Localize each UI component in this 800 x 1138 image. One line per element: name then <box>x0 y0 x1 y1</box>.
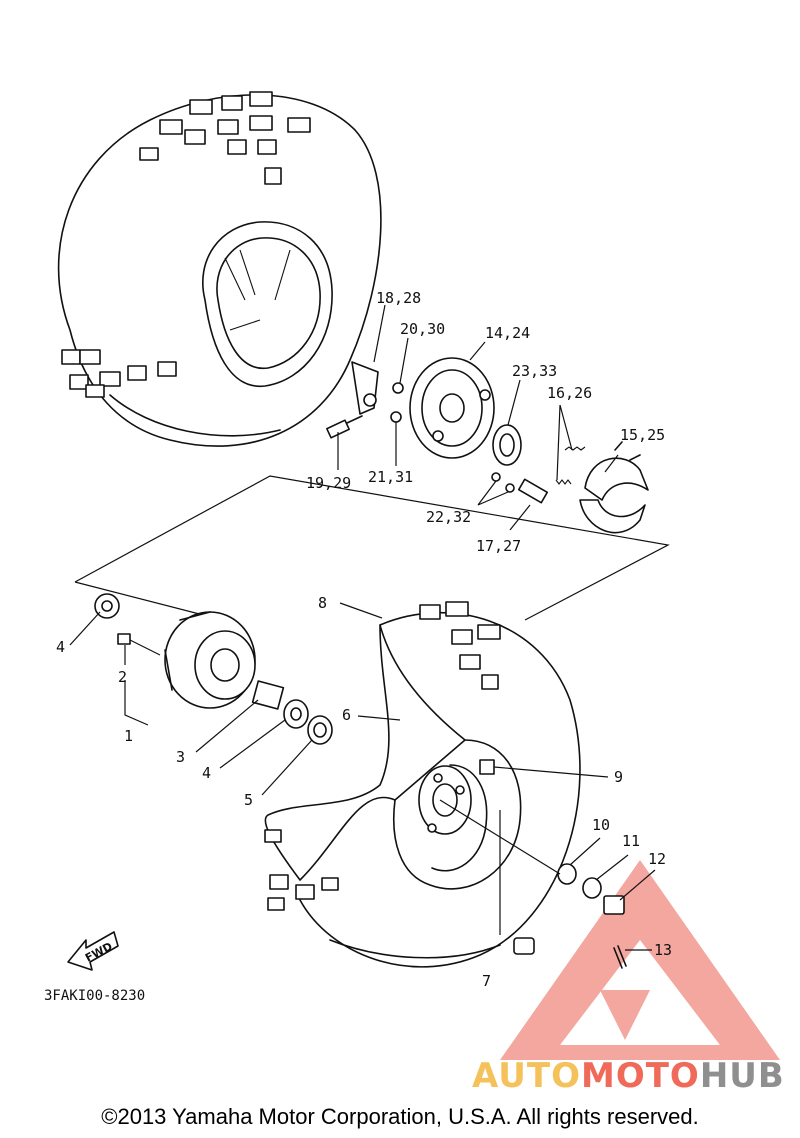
callout-11: 11 <box>622 832 640 850</box>
hub-oil-seal <box>307 715 333 745</box>
subassembly-frame <box>74 475 670 621</box>
callout-10: 10 <box>592 816 610 834</box>
callout-6: 6 <box>342 706 351 724</box>
callout-labels: 18,28 20,30 14,24 23,33 16,26 15,25 19,2… <box>56 289 672 990</box>
cotter-pin <box>613 945 627 969</box>
watermark-auto: AUTO <box>472 1056 581 1096</box>
callout-20-30: 20,30 <box>400 320 445 338</box>
callout-4-lower: 4 <box>202 764 211 782</box>
diagram-part-code: 3FAKI00-8230 <box>44 988 146 1004</box>
callout-2: 2 <box>118 668 127 686</box>
brake-cam-lever <box>326 361 379 439</box>
callout-1: 1 <box>124 727 133 745</box>
callout-7: 7 <box>482 972 491 990</box>
brake-shoes <box>579 441 649 534</box>
brake-panel <box>409 357 495 459</box>
hub-bolt <box>117 633 161 656</box>
callout-18-28: 18,28 <box>376 289 421 307</box>
callout-21-31: 21,31 <box>368 468 413 486</box>
shoe-springs <box>555 446 586 485</box>
callout-3: 3 <box>176 748 185 766</box>
watermark-logo-text: AUTOMOTOHUB <box>472 1058 785 1094</box>
watermark-hub: HUB <box>699 1056 785 1096</box>
watermark-logo-triangle <box>500 860 780 1060</box>
callout-19-29: 19,29 <box>306 474 351 492</box>
oil-seal <box>492 424 522 466</box>
castle-nut <box>603 895 625 915</box>
callout-23-33: 23,33 <box>512 362 557 380</box>
callout-22-32: 22,32 <box>426 508 471 526</box>
callout-13: 13 <box>654 941 672 959</box>
callout-9: 9 <box>614 768 623 786</box>
callout-15-25: 15,25 <box>620 426 665 444</box>
callout-17-27: 17,27 <box>476 537 521 555</box>
plain-washer <box>582 877 602 899</box>
valve-cap <box>513 937 535 955</box>
callout-5: 5 <box>244 791 253 809</box>
spacer-collar <box>251 680 285 710</box>
axle-washer <box>557 863 577 885</box>
hub-bearing-right <box>283 699 309 729</box>
copyright-notice: ©2013 Yamaha Motor Corporation, U.S.A. A… <box>101 1104 699 1129</box>
callout-8: 8 <box>318 594 327 612</box>
callout-4-upper: 4 <box>56 638 65 656</box>
hub-bearing-left <box>94 593 120 619</box>
watermark-moto: MOTO <box>580 1056 700 1096</box>
callout-16-26: 16,26 <box>547 384 592 402</box>
forward-direction-arrow: FWD <box>67 931 119 971</box>
leader-lines <box>69 304 656 951</box>
wheel-stud <box>479 759 495 775</box>
upper-tire <box>57 91 382 447</box>
wheel-hub <box>164 611 256 709</box>
lower-tire-cutaway <box>264 601 581 968</box>
callout-12: 12 <box>648 850 666 868</box>
callout-14-24: 14,24 <box>485 324 530 342</box>
